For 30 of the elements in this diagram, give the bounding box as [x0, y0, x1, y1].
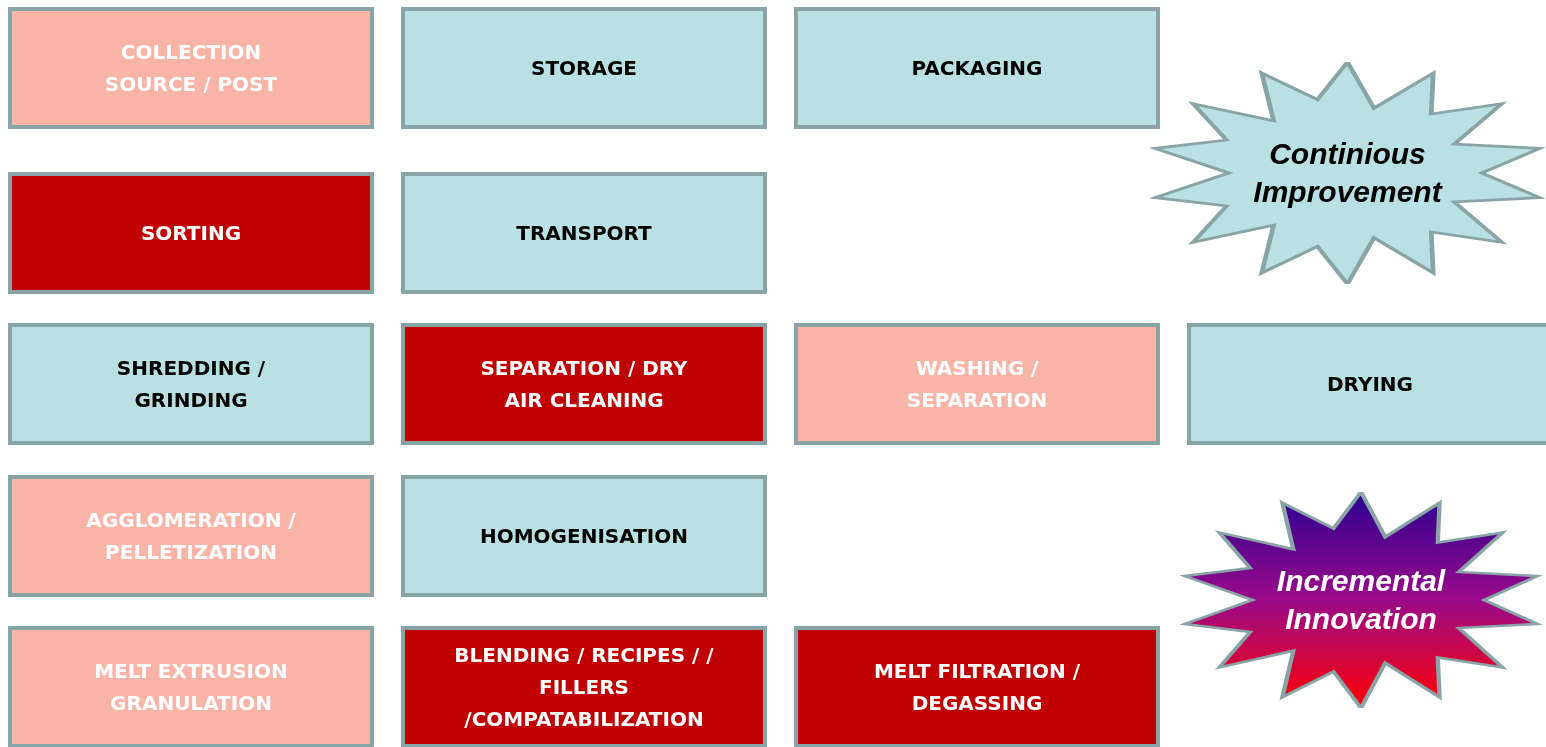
process-box [8, 626, 374, 747]
process-box [8, 475, 374, 597]
process-box [401, 323, 767, 445]
node-label: AGGLOMERATION / PELLETIZATION [85, 507, 297, 566]
process-box [8, 172, 374, 294]
node-label: COLLECTION SOURCE / POST [103, 39, 279, 98]
node-label: TRANSPORT [516, 220, 652, 247]
node-label: STORAGE [531, 55, 637, 82]
process-box [8, 7, 374, 129]
node-label: PACKAGING [911, 55, 1043, 82]
node-label: Continious Improvement [1252, 136, 1444, 210]
process-box [401, 172, 767, 294]
node-label: Incremental Innovation [1275, 563, 1447, 637]
process-box [8, 323, 374, 445]
process-box [401, 475, 767, 597]
process-box [794, 626, 1160, 747]
node-label: MELT FILTRATION / DEGASSING [872, 658, 1082, 717]
node-label: WASHING / SEPARATION [905, 355, 1049, 414]
node-label: SHREDDING / GRINDING [115, 355, 267, 414]
node-label: BLENDING / RECIPES / / FILLERS /COMPATABILIZATION [454, 642, 714, 733]
process-box [1187, 323, 1546, 445]
node-label: HOMOGENISATION [479, 523, 689, 550]
node-label: DRYING [1327, 371, 1413, 398]
process-box [401, 626, 767, 747]
node-label: MELT EXTRUSION GRANULATION [93, 658, 289, 717]
node-label: SEPARATION / DRY AIR CLEANING [479, 355, 689, 414]
process-box [794, 323, 1160, 445]
process-box [794, 7, 1160, 129]
node-label: SORTING [140, 220, 242, 247]
process-box [401, 7, 767, 129]
